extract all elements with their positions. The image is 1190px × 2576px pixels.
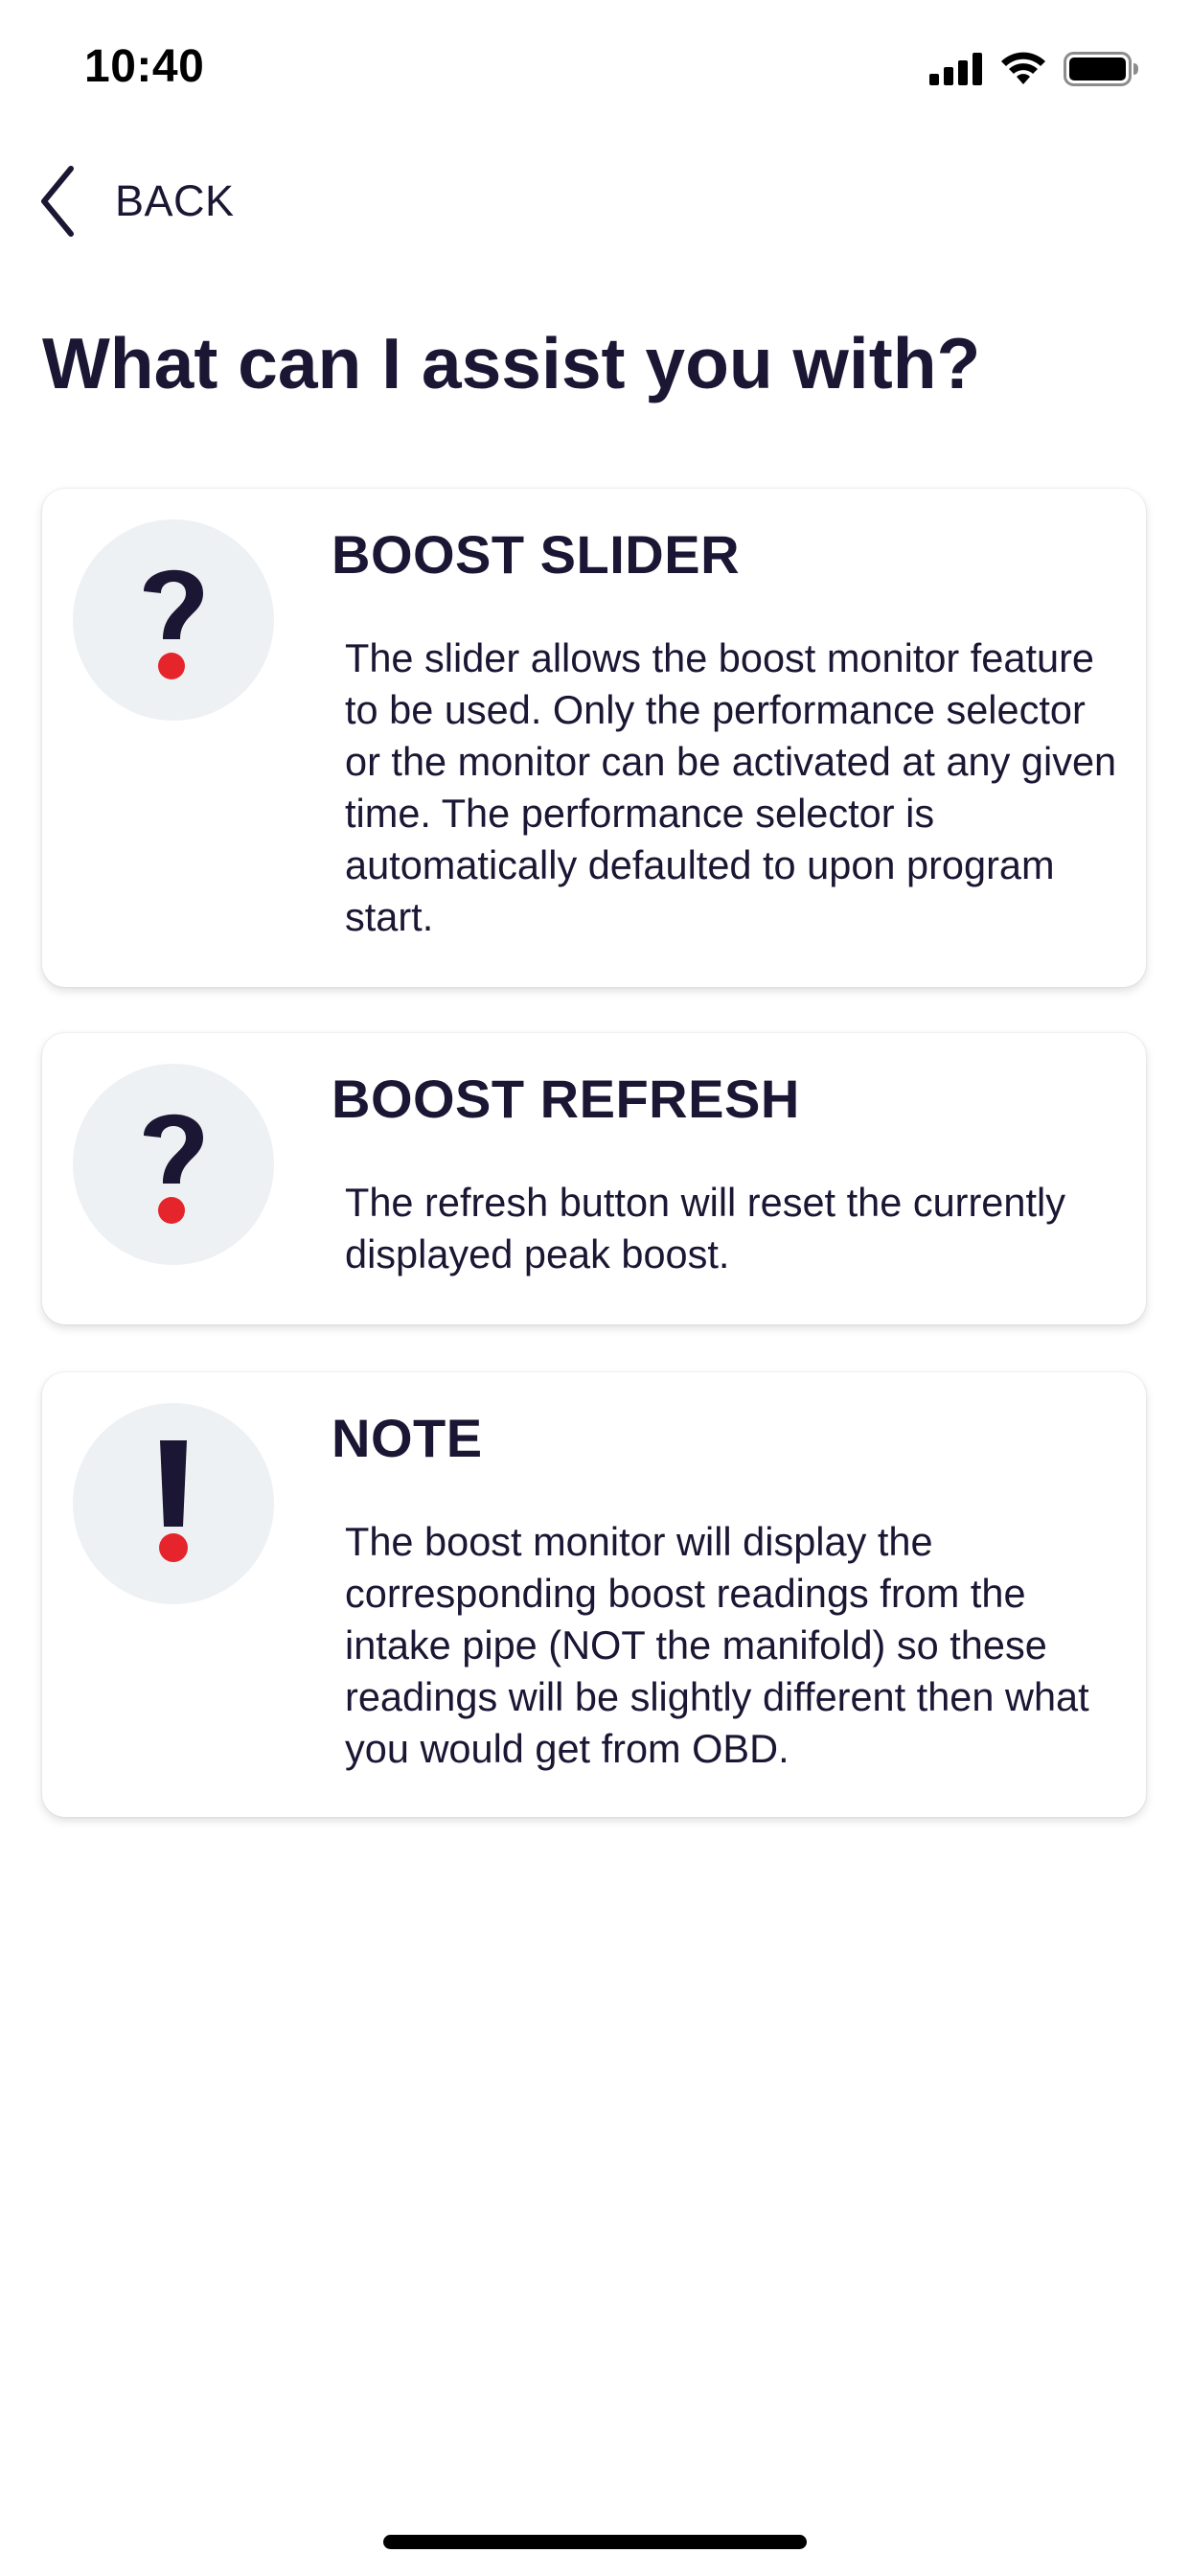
question-mark-icon xyxy=(130,1095,217,1234)
card-title: NOTE xyxy=(332,1408,483,1468)
card-description: The refresh button will reset the curren… xyxy=(345,1180,1065,1276)
card-icon-badge xyxy=(73,1403,274,1604)
question-mark-icon xyxy=(130,551,217,690)
page-title: What can I assist you with? xyxy=(42,323,981,403)
back-label: BACK xyxy=(115,176,235,225)
status-icons xyxy=(929,52,1140,86)
help-card-note: NOTE The boost monitor will display the … xyxy=(42,1372,1146,1817)
card-title: BOOST REFRESH xyxy=(332,1069,800,1129)
battery-icon xyxy=(1064,52,1140,86)
wifi-icon xyxy=(1000,52,1046,86)
home-indicator[interactable] xyxy=(383,2535,807,2549)
help-card-boost-refresh: BOOST REFRESH The refresh button will re… xyxy=(42,1033,1146,1324)
status-bar: 10:40 xyxy=(0,0,1190,134)
chevron-left-icon xyxy=(34,161,80,242)
card-description: The boost monitor will display the corre… xyxy=(345,1519,1089,1771)
card-icon-badge xyxy=(73,519,274,721)
help-card-boost-slider: BOOST SLIDER The slider allows the boost… xyxy=(42,489,1146,987)
back-button[interactable]: BACK xyxy=(34,161,235,242)
card-title: BOOST SLIDER xyxy=(332,524,741,585)
card-icon-badge xyxy=(73,1064,274,1265)
exclamation-icon xyxy=(145,1435,202,1574)
status-time: 10:40 xyxy=(84,41,205,92)
cellular-signal-icon xyxy=(929,53,983,85)
card-description: The slider allows the boost monitor feat… xyxy=(345,635,1117,939)
